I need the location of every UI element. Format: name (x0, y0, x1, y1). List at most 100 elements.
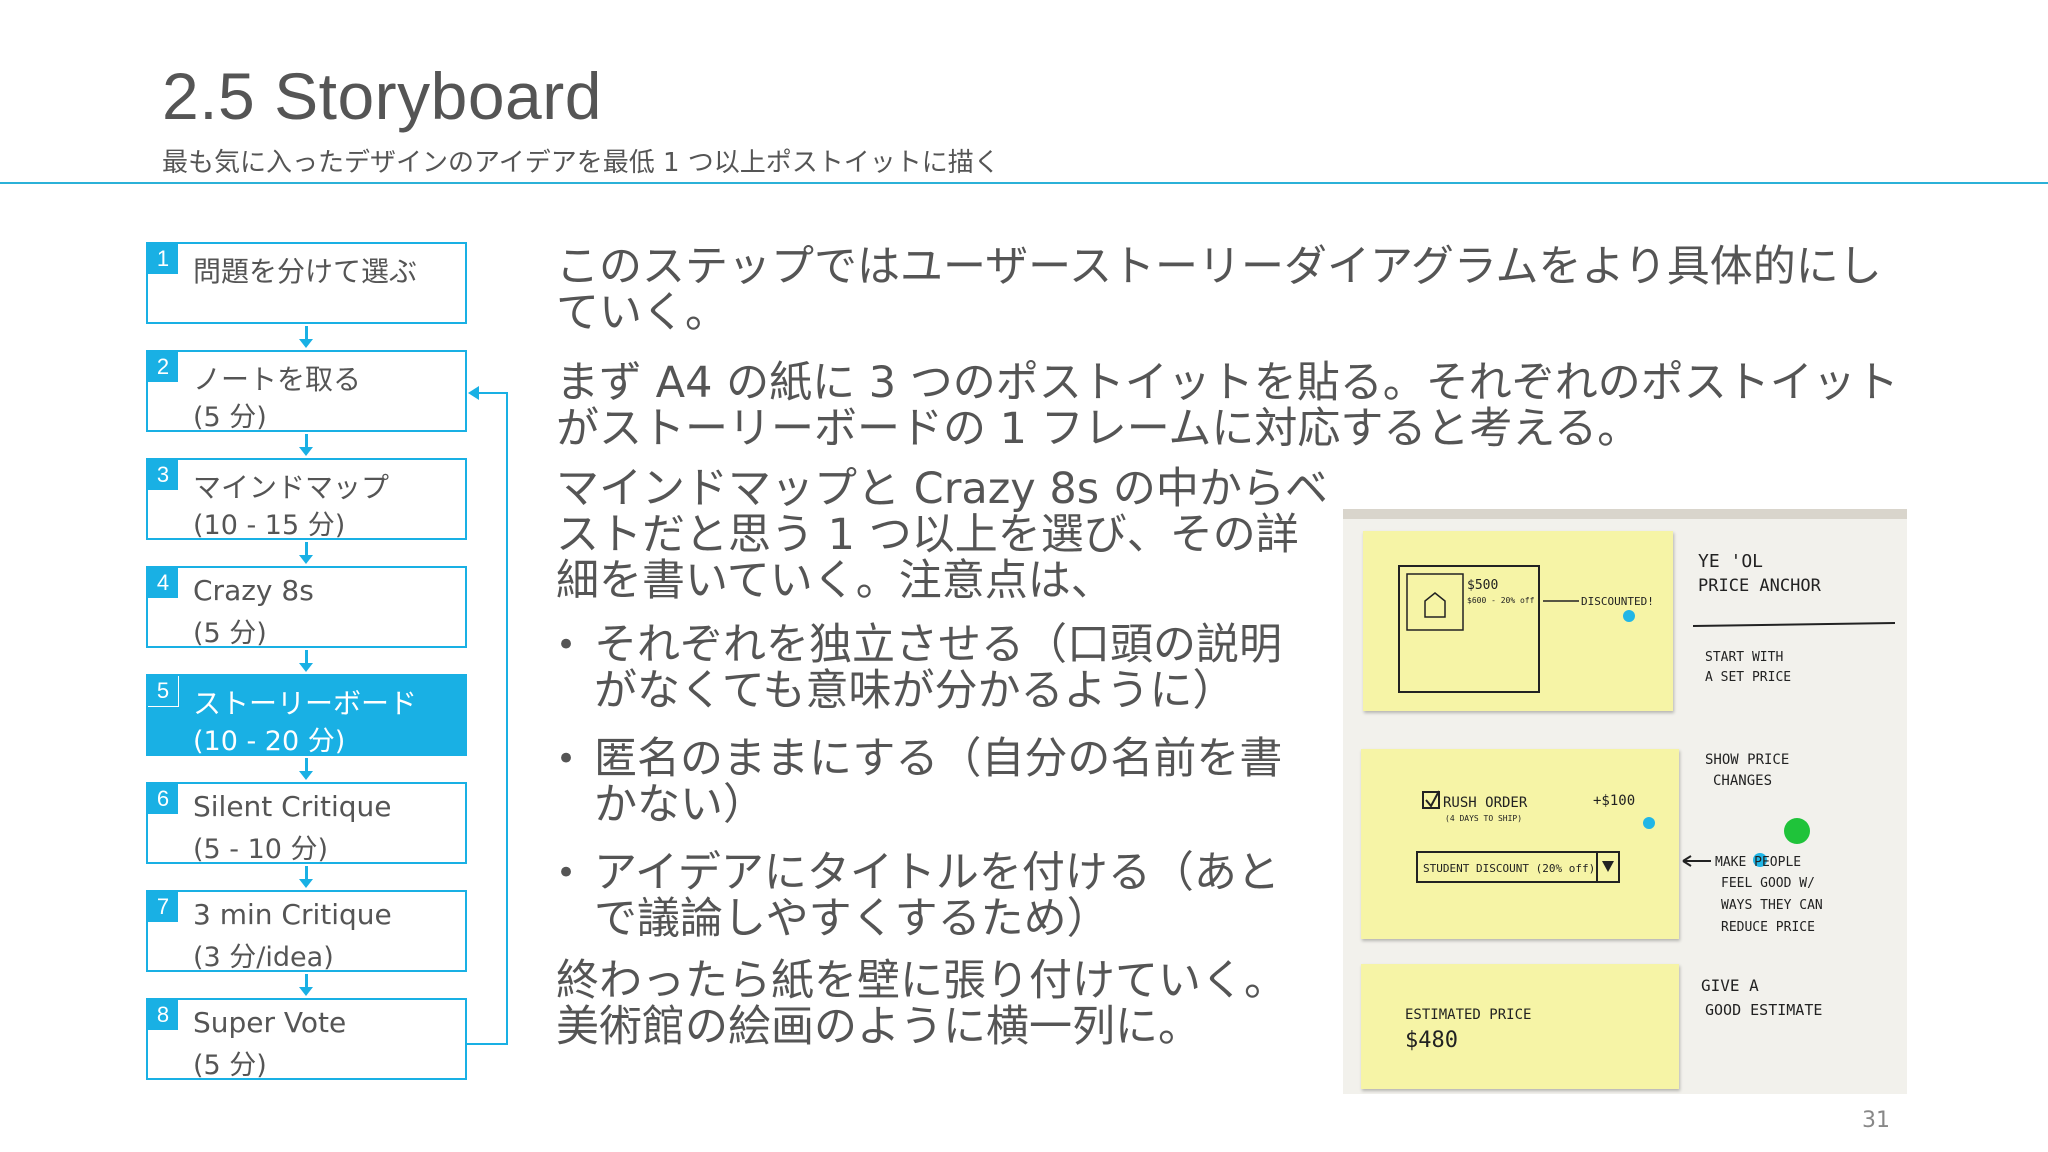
side-note-line: GOOD ESTIMATE (1705, 1001, 1822, 1019)
slide-title: 2.5 Storyboard (162, 59, 602, 133)
step-number: 1 (148, 244, 178, 274)
side-note-line: A SET PRICE (1705, 670, 1791, 685)
vote-dot (1623, 610, 1635, 622)
step-duration: (5 分) (193, 402, 267, 433)
step-3: 3 マインドマップ (10 - 15 分) (146, 458, 467, 541)
text-line: 匿名のままにする（自分の名前を書 (594, 734, 1283, 784)
note3-label: ESTIMATED PRICE (1405, 1007, 1531, 1023)
step-7: 7 3 min Critique (3 分/idea) (146, 890, 467, 973)
text-line: このステップではユーザーストーリーダイアグラムをより具体的にし (556, 242, 1882, 292)
step-duration: (5 分) (193, 1050, 267, 1081)
note2-rush-sub: (4 DAYS TO SHIP) (1445, 814, 1522, 823)
side-note-line: SHOW PRICE (1705, 752, 1789, 768)
text-line: 美術館の絵画のように横一列に。 (556, 1002, 1201, 1052)
sticky-note-3 (1361, 964, 1679, 1089)
note2-rush-price: +$100 (1593, 793, 1635, 809)
setup-paragraph: まず A4 の紙に 3 つのポストイットを貼る。それぞれのポストイット がストー… (556, 360, 1899, 452)
guideline-item: 匿名のままにする（自分の名前を書 かない） (556, 736, 1296, 828)
step-1: 1 問題を分けて選ぶ (146, 242, 467, 324)
note1-tag: DISCOUNTED! (1581, 595, 1654, 608)
sticky-note-2 (1361, 749, 1679, 939)
step-arrow (299, 542, 313, 564)
side-note-line: WAYS THEY CAN (1721, 898, 1823, 913)
note2-rush-order: RUSH ORDER (1443, 795, 1528, 811)
text-line: アイデアにタイトルを付ける（あと (594, 848, 1280, 898)
storyboard-photo: $500 $600 - 20% off DISCOUNTED! RUSH ORD… (1343, 509, 1907, 1094)
step-number: 3 (148, 460, 178, 490)
step-6: 6 Silent Critique (5 - 10 分) (146, 782, 467, 865)
step-label: マインドマップ (193, 471, 390, 504)
step-5-current: 5 ストーリーボード (10 - 20 分) (146, 674, 467, 757)
side-note-line: GIVE A (1701, 976, 1759, 995)
text-line: ていく。 (556, 288, 728, 338)
text-line: がストーリーボードの 1 フレームに対応すると考える。 (556, 404, 1641, 454)
step-label: 問題を分けて選ぶ (193, 255, 418, 288)
step-number: 6 (148, 784, 178, 814)
step-label: Super Vote (193, 1006, 347, 1039)
step-label: Silent Critique (193, 790, 392, 823)
text-line: まず A4 の紙に 3 つのポストイットを貼る。それぞれのポストイット (556, 358, 1899, 408)
side-divider (1692, 622, 1896, 627)
lock-icon (1424, 592, 1446, 618)
step-number: 7 (148, 892, 178, 922)
vote-dot-green (1784, 818, 1810, 844)
step-arrow (299, 326, 313, 348)
arrow-head-icon (468, 386, 479, 400)
step-4: 4 Crazy 8s (5 分) (146, 566, 467, 649)
text-line: それぞれを独立させる（口頭の説明 (594, 620, 1282, 670)
step-number: 8 (148, 1000, 178, 1030)
product-image (1406, 573, 1464, 631)
step-arrow (299, 866, 313, 888)
step-duration: (3 分/idea) (193, 942, 334, 973)
text-line: マインドマップと Crazy 8s の中からベ (556, 464, 1328, 514)
note1-strike-price: $600 - 20% off (1467, 596, 1535, 605)
step-label: ノートを取る (193, 363, 362, 396)
side-title-line: PRICE ANCHOR (1698, 576, 1822, 596)
side-note-line: CHANGES (1713, 773, 1772, 789)
side-note-line: MAKE PEOPLE (1715, 855, 1801, 870)
side-title-line: YE 'OL (1698, 551, 1763, 572)
product-frame (1398, 565, 1540, 693)
text-line: かない） (594, 780, 766, 830)
note2-student-discount: STUDENT DISCOUNT (20% off) (1423, 862, 1595, 875)
sketch-overlay: $500 $600 - 20% off DISCOUNTED! RUSH ORD… (1398, 551, 1896, 1053)
title-divider (0, 182, 2048, 184)
step-label: Crazy 8s (193, 574, 314, 607)
step-number: 5 (148, 676, 179, 707)
guideline-item: それぞれを独立させる（口頭の説明 がなくても意味が分かるように） (556, 622, 1296, 714)
note1-price: $500 (1467, 578, 1498, 593)
step-label: ストーリーボード (193, 687, 418, 720)
selection-paragraph: マインドマップと Crazy 8s の中からベ ストだと思う 1 つ以上を選び、… (556, 466, 1328, 604)
text-line: 終わったら紙を壁に張り付けていく。 (556, 956, 1287, 1006)
step-duration: (10 - 15 分) (193, 510, 346, 541)
text-line: で議論しやすくするため） (594, 894, 1110, 944)
vote-dot (1753, 853, 1767, 867)
checkbox-icon (1422, 791, 1440, 809)
step-2: 2 ノートを取る (5 分) (146, 350, 467, 433)
side-note-line: FEEL GOOD W/ (1721, 876, 1815, 891)
step-arrow (299, 974, 313, 996)
guideline-list: それぞれを独立させる（口頭の説明 がなくても意味が分かるように） 匿名のままにす… (556, 622, 1296, 964)
step-arrow (299, 758, 313, 780)
slide-subtitle: 最も気に入ったデザインのアイデアを最低 1 つ以上ポストイットに描く (162, 148, 1000, 178)
sticky-note-1 (1363, 531, 1673, 711)
step-label: 3 min Critique (193, 898, 392, 931)
step-arrow (299, 434, 313, 456)
step-duration: (5 分) (193, 618, 267, 649)
text-line: 細を書いていく。注意点は、 (556, 556, 1114, 606)
text-line: ストだと思う 1 つ以上を選び、その詳 (556, 510, 1299, 560)
page-number: 31 (1862, 1108, 1890, 1133)
discount-dropdown (1416, 851, 1620, 883)
guideline-item: アイデアにタイトルを付ける（あと で議論しやすくするため） (556, 850, 1296, 942)
step-arrow (299, 650, 313, 672)
dropdown-caret-icon (1602, 861, 1614, 872)
step-duration: (5 - 10 分) (193, 834, 329, 865)
step-duration: (10 - 20 分) (193, 726, 346, 757)
step-8: 8 Super Vote (5 分) (146, 998, 467, 1081)
note3-price: $480 (1405, 1028, 1458, 1053)
checkmark-icon (1425, 790, 1440, 808)
step-number: 4 (148, 568, 178, 598)
intro-paragraph: このステップではユーザーストーリーダイアグラムをより具体的にし ていく。 (556, 244, 1882, 336)
step-number: 2 (148, 352, 178, 382)
text-line: がなくても意味が分かるように） (594, 666, 1236, 716)
